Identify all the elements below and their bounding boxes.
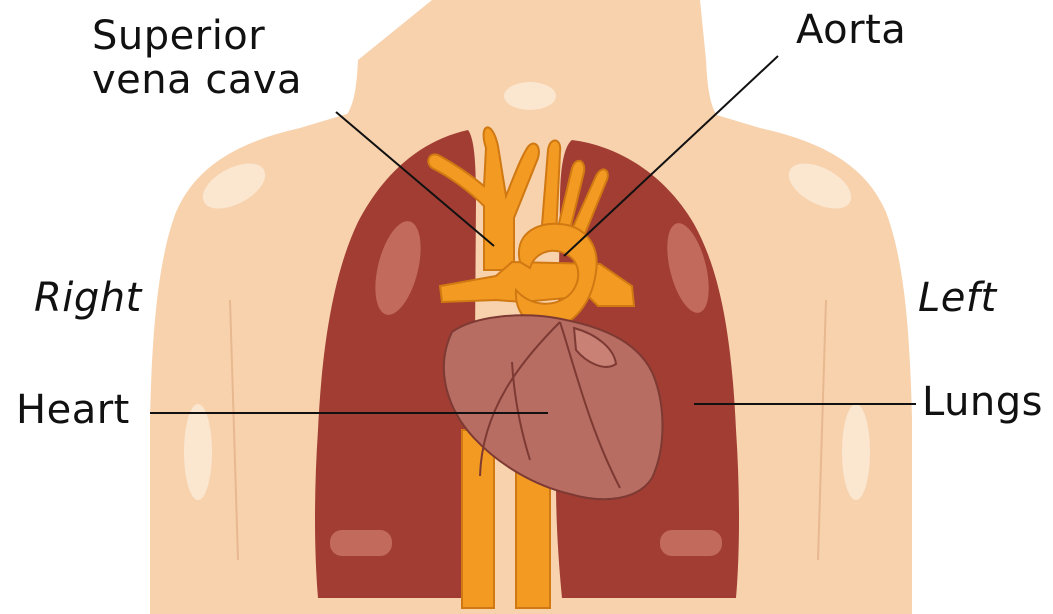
right-lung-highlight-bottom xyxy=(330,530,392,556)
superior-vena-cava-label: Superior vena cava xyxy=(92,14,302,102)
superior-vena-cava-label-line-2: vena cava xyxy=(92,58,302,102)
right-arm-highlight xyxy=(184,404,212,500)
left-side-label: Left xyxy=(918,276,997,320)
superior-vena-cava-label-line-1: Superior xyxy=(92,14,302,58)
left-lung-highlight-bottom xyxy=(660,530,722,556)
heart-label: Heart xyxy=(16,388,130,432)
right-side-label: Right xyxy=(34,276,142,320)
lungs-label: Lungs xyxy=(922,380,1043,424)
left-arm-highlight xyxy=(842,404,870,500)
descending-vessel-left xyxy=(462,430,494,608)
aorta-label: Aorta xyxy=(796,8,906,52)
neck-highlight xyxy=(504,82,556,110)
